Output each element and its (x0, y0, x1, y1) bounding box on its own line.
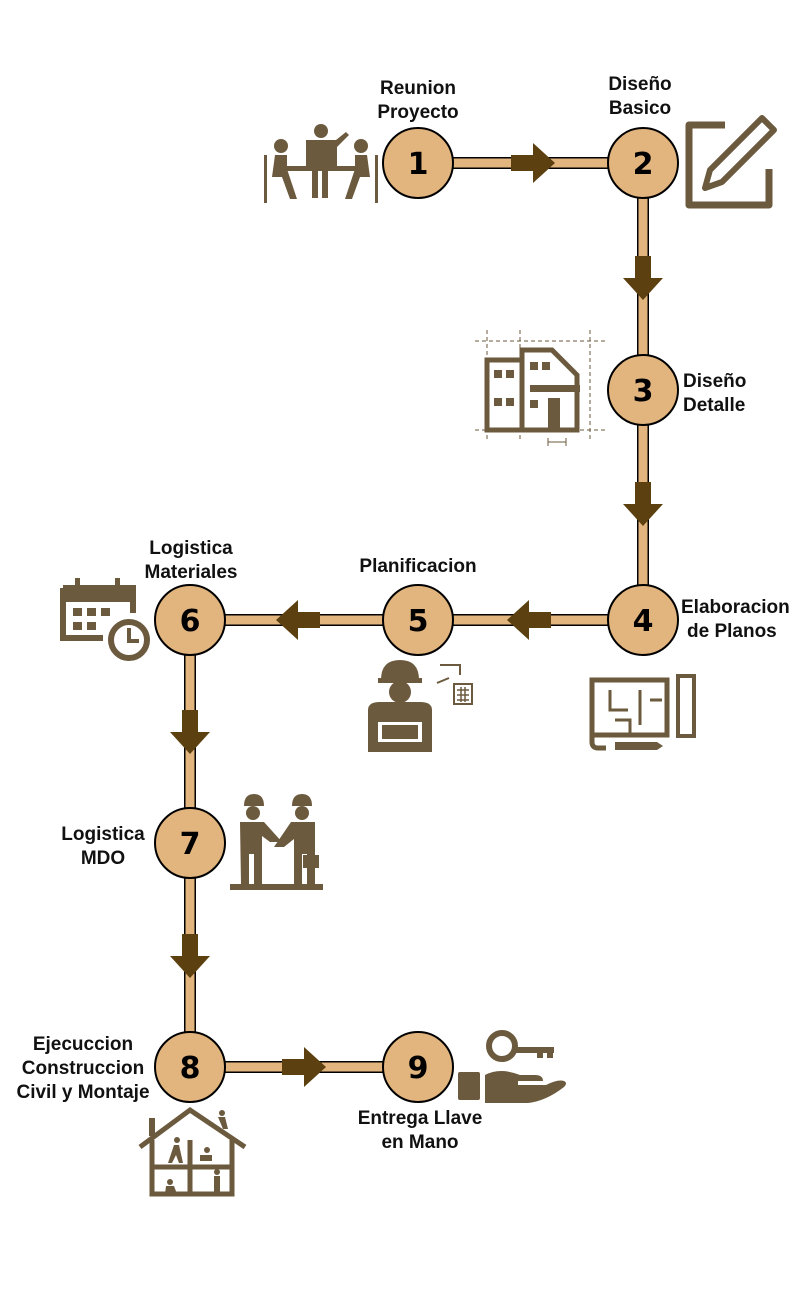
step-number: 4 (633, 604, 654, 639)
svg-text:Reunion: Reunion (380, 78, 456, 99)
svg-text:Elaboracion: Elaboracion (681, 597, 790, 618)
step-number: 9 (408, 1051, 429, 1086)
arrow-down-icon (623, 482, 663, 526)
svg-text:Diseño: Diseño (683, 371, 746, 392)
step-circle-5: 5 (382, 584, 454, 656)
step-label-5: Planificacion (359, 556, 476, 577)
engineer-icon (368, 660, 473, 752)
svg-text:Civil y Montaje: Civil y Montaje (16, 1082, 149, 1103)
svg-text:Ejecuccion: Ejecuccion (33, 1034, 133, 1055)
svg-text:Logistica: Logistica (61, 824, 145, 845)
arrow-right-icon (511, 143, 555, 183)
arrow-down-icon (170, 710, 210, 754)
svg-text:Basico: Basico (609, 98, 671, 119)
step-circle-shape (154, 584, 226, 656)
svg-text:Planificacion: Planificacion (359, 556, 476, 577)
svg-text:de Planos: de Planos (687, 621, 777, 642)
step-circle-shape (154, 807, 226, 879)
arrow-down-icon (623, 256, 663, 300)
step-label-9: Entrega Llave en Mano (358, 1108, 483, 1153)
step-label-4: Elaboracion de Planos (681, 597, 790, 642)
pencil-edit-icon (685, 115, 777, 209)
arrow-down-icon (170, 934, 210, 978)
arrow-left-icon (507, 600, 551, 640)
key-hand-icon (458, 1030, 566, 1103)
svg-text:Construccion: Construccion (22, 1058, 144, 1079)
step-circle-shape (607, 127, 679, 199)
step-number: 1 (408, 147, 429, 182)
step-circle-shape (382, 1031, 454, 1103)
calendar-clock-icon (60, 578, 150, 661)
svg-text:Diseño: Diseño (608, 74, 671, 95)
step-circle-shape (154, 1031, 226, 1103)
step-circle-8: 8 (154, 1031, 226, 1103)
building-blueprint-icon (475, 330, 605, 446)
step-circle-4: 4 (607, 584, 679, 656)
svg-text:Proyecto: Proyecto (377, 102, 458, 123)
step-circle-9: 9 (382, 1031, 454, 1103)
svg-text:en Mano: en Mano (381, 1132, 458, 1153)
step-number: 5 (408, 604, 429, 639)
step-number: 8 (180, 1051, 201, 1086)
arrow-left-icon (276, 600, 320, 640)
floor-plan-icon (589, 674, 696, 751)
step-number: 2 (633, 147, 654, 182)
step-circle-shape (607, 354, 679, 426)
svg-text:Entrega Llave: Entrega Llave (358, 1108, 483, 1129)
house-construction-icon (138, 1106, 247, 1197)
step-circle-2: 2 (607, 127, 679, 199)
step-circle-6: 6 (154, 584, 226, 656)
handshake-icon (230, 794, 323, 890)
svg-text:MDO: MDO (81, 848, 125, 869)
step-circle-7: 7 (154, 807, 226, 879)
step-number: 7 (180, 827, 201, 862)
step-circle-shape (607, 584, 679, 656)
step-number: 3 (633, 374, 654, 409)
step-number: 6 (180, 604, 201, 639)
step-circle-1: 1 (382, 127, 454, 199)
step-circle-shape (382, 127, 454, 199)
step-circle-shape (382, 584, 454, 656)
arrow-right-icon (282, 1047, 326, 1087)
svg-text:Detalle: Detalle (683, 395, 745, 416)
svg-text:Materiales: Materiales (145, 562, 238, 583)
svg-text:Logistica: Logistica (149, 538, 233, 559)
step-circle-3: 3 (607, 354, 679, 426)
meeting-icon (264, 124, 378, 203)
